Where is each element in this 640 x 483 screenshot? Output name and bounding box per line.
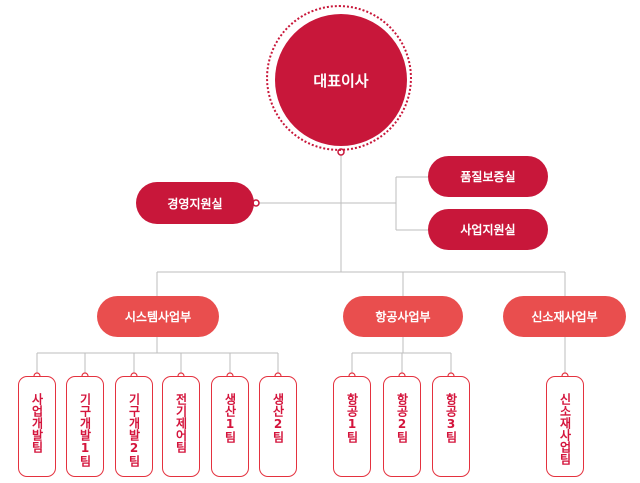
team-box: 사업개발팀: [18, 376, 56, 477]
division-node-new-material: 신소재사업부: [503, 296, 626, 337]
team-label: 전기제어팀: [174, 393, 188, 453]
management-support-label: 경영지원실: [167, 196, 223, 211]
management-support-node: 경영지원실: [136, 182, 254, 224]
division-label-new-material: 신소재사업부: [531, 310, 598, 324]
team-box: 항공3팀: [432, 376, 470, 477]
ceo-node: 대표이사: [275, 14, 407, 146]
quality-assurance-label: 품질보증실: [460, 170, 516, 184]
team-box: 생산1팀: [211, 376, 249, 477]
division-node-system: 시스템사업부: [97, 296, 219, 337]
team-label: 항공1팀: [345, 393, 359, 443]
team-box: 신소재사업팀: [546, 376, 584, 477]
team-box: 기구개발2팀: [115, 376, 153, 477]
team-box: 항공1팀: [333, 376, 371, 477]
team-label: 생산1팀: [223, 393, 237, 443]
ceo-label: 대표이사: [313, 71, 369, 90]
team-label: 기구개발2팀: [127, 393, 141, 467]
division-node-aviation: 항공사업부: [343, 296, 463, 337]
team-box: 전기제어팀: [162, 376, 200, 477]
team-label: 항공2팀: [395, 393, 409, 443]
business-support-label: 사업지원실: [460, 223, 516, 237]
team-label: 신소재사업팀: [558, 393, 572, 465]
team-label: 생산2팀: [271, 393, 285, 443]
team-box: 항공2팀: [383, 376, 421, 477]
business-support-node: 사업지원실: [428, 209, 548, 250]
division-label-system: 시스템사업부: [124, 310, 192, 324]
team-label: 기구개발1팀: [78, 393, 92, 467]
team-label: 항공3팀: [444, 393, 458, 443]
team-box: 기구개발1팀: [66, 376, 104, 477]
quality-assurance-node: 품질보증실: [428, 156, 548, 197]
ceo-dotted-ring: [266, 5, 412, 151]
team-label: 사업개발팀: [30, 393, 44, 453]
team-box: 생산2팀: [259, 376, 297, 477]
division-label-aviation: 항공사업부: [375, 310, 431, 324]
